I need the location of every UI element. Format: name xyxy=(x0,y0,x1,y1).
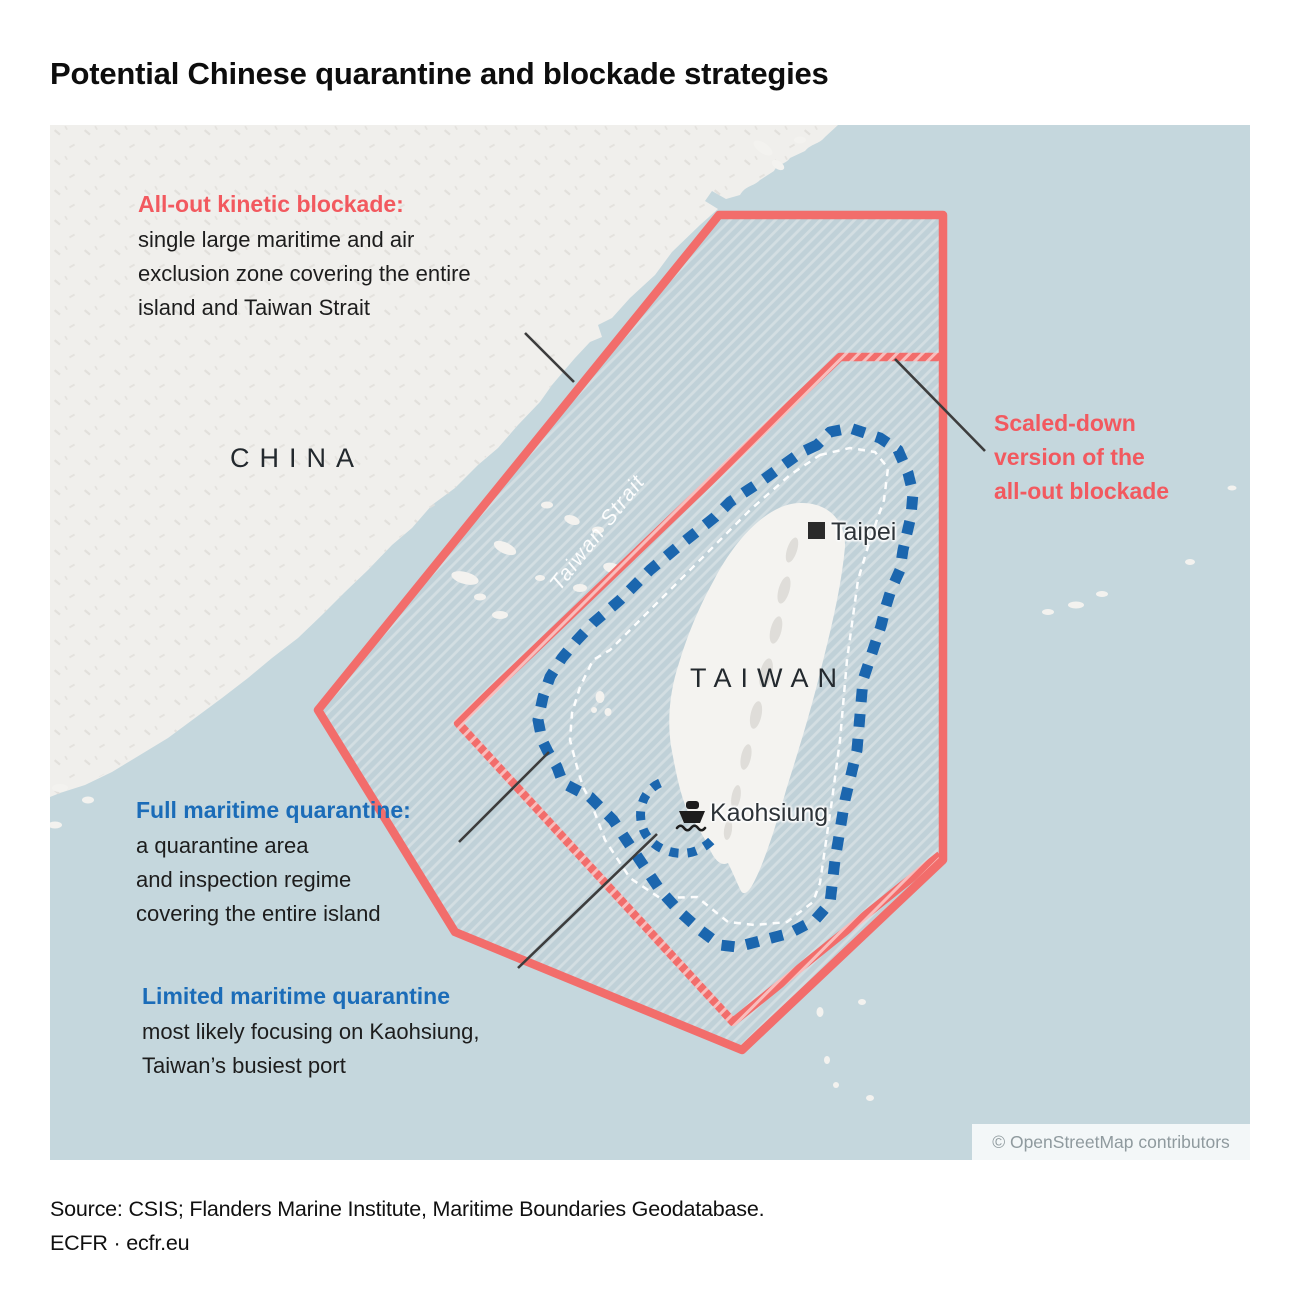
source-line: Source: CSIS; Flanders Marine Institute,… xyxy=(50,1197,765,1221)
blockade-zone-hatch xyxy=(318,215,943,1050)
publisher-line: ECFR · ecfr.eu xyxy=(50,1231,190,1255)
callout-lines xyxy=(458,332,986,969)
annotation-scaled-line1: Scaled-down xyxy=(994,410,1136,436)
taiwan-mountains xyxy=(723,537,799,840)
callout-limited xyxy=(517,833,658,969)
annotation-allout-heading: All-out kinetic blockade: xyxy=(138,191,404,217)
city-label-taipei: Taipei xyxy=(831,518,897,546)
map: All-out kinetic blockade: single large m… xyxy=(50,125,1250,1160)
territorial-waters-line xyxy=(568,446,890,927)
annotation-scaled: Scaled-down version of the all-out block… xyxy=(994,406,1169,508)
region-label-taiwan: TAIWAN xyxy=(690,663,846,693)
map-attribution: © OpenStreetMap contributors xyxy=(972,1124,1250,1160)
page-title: Potential Chinese quarantine and blockad… xyxy=(50,56,829,91)
annotation-scaled-line2: version of the xyxy=(994,444,1145,470)
annotation-scaled-line3: all-out blockade xyxy=(994,478,1170,504)
annotation-full-line3: covering the entire island xyxy=(136,901,381,926)
china-land xyxy=(50,125,838,797)
annotation-limited: Limited maritime quarantine most likely … xyxy=(142,983,480,1083)
taiwan-island xyxy=(669,502,846,894)
ship-icon xyxy=(675,801,707,832)
annotation-limited-line1: most likely focusing on Kaohsiung, xyxy=(142,1019,480,1044)
source-footer: Source: CSIS; Flanders Marine Institute,… xyxy=(50,1192,765,1260)
allout-blockade-line xyxy=(313,210,948,1055)
annotation-full-line1: a quarantine area xyxy=(136,833,309,858)
annotation-allout-line2: exclusion zone covering the entire xyxy=(138,261,471,286)
map-canvas xyxy=(50,125,1250,1160)
callout-scaled xyxy=(894,358,986,452)
annotation-allout-line3: island and Taiwan Strait xyxy=(138,295,370,320)
annotation-allout-line1: single large maritime and air xyxy=(138,227,415,252)
annotation-allout: All-out kinetic blockade: single large m… xyxy=(138,191,471,325)
callout-full xyxy=(458,751,550,843)
limited-quarantine-line xyxy=(636,778,718,858)
annotation-limited-heading: Limited maritime quarantine xyxy=(142,983,451,1009)
coastal-islands xyxy=(50,136,1237,1101)
city-label-kaohsiung: Kaohsiung xyxy=(710,799,829,827)
annotation-limited-line2: Taiwan’s busiest port xyxy=(142,1053,346,1078)
taipei-marker xyxy=(808,522,825,539)
full-quarantine-line xyxy=(532,422,919,953)
callout-allout xyxy=(524,332,575,383)
annotation-full: Full maritime quarantine: a quarantine a… xyxy=(136,797,411,931)
scaled-blockade-line xyxy=(453,352,943,1027)
annotation-full-heading: Full maritime quarantine: xyxy=(136,797,411,823)
annotation-full-line2: and inspection regime xyxy=(136,867,352,892)
region-label-china: CHINA xyxy=(230,443,365,473)
